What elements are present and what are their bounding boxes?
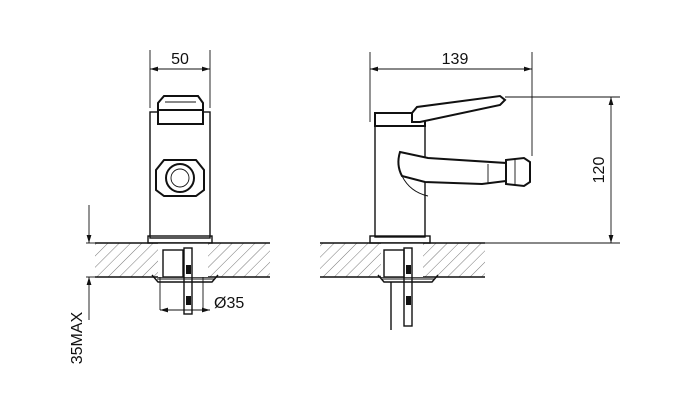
hole-diameter-label: Ø35 [214, 295, 244, 312]
dim-max-thickness: 35MAX [69, 205, 97, 364]
dim-hole-diameter: Ø35 [160, 295, 244, 313]
dim-front-width: 50 [149, 50, 211, 108]
side-length-label: 139 [442, 51, 469, 68]
dim-side-height: 120 [430, 96, 620, 244]
max-thickness-label: 35MAX [69, 311, 86, 364]
dim-side-length: 139 [369, 51, 533, 156]
front-width-label: 50 [171, 51, 189, 68]
front-view: 50 Ø35 35MAX [69, 50, 270, 364]
side-countertop [320, 242, 485, 278]
front-fixings [151, 247, 219, 315]
front-faucet-body [147, 95, 213, 244]
side-fixings [377, 247, 439, 330]
side-view: 139 120 [320, 51, 620, 330]
side-height-label: 120 [591, 157, 608, 184]
side-faucet-body [369, 94, 531, 244]
